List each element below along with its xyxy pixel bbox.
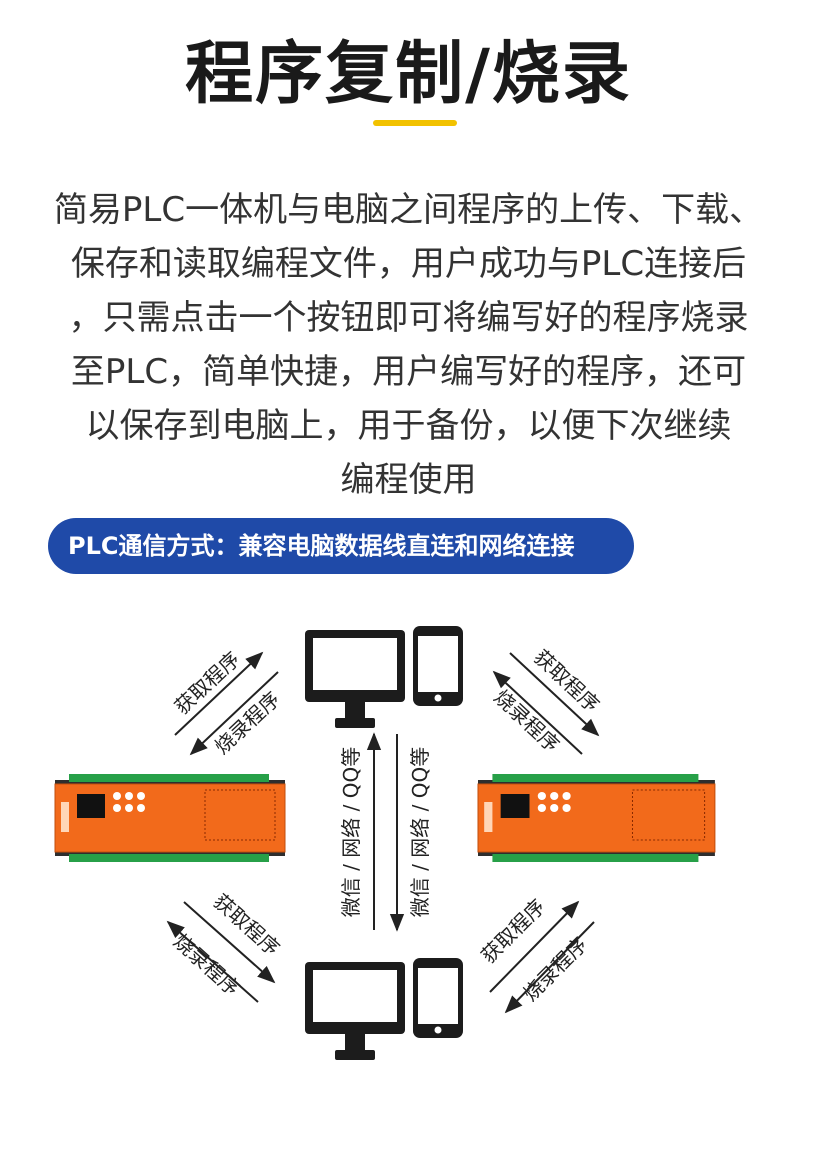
communication-banner: PLC通信方式：兼容电脑数据线直连和网络连接 — [48, 518, 634, 574]
bottom-left-arrow-burn — [166, 920, 259, 1003]
bottom-left-burn-label: 烧录程序 — [169, 929, 245, 1000]
vertical-label-right: 微信 / 网络 / QQ等 — [408, 747, 432, 917]
bottom-left-arrow-get — [183, 901, 276, 984]
description-line: 简易PLC一体机与电脑之间程序的上传、下载、 — [53, 190, 764, 230]
bottom-right-arrow-get — [489, 900, 580, 993]
top-right-arrow-burn — [492, 670, 583, 755]
bottom-monitor-icon — [305, 962, 405, 1060]
page-title: 程序复制/烧录 — [185, 35, 632, 114]
left-plc-controller — [54, 773, 286, 863]
description-line: 编程使用 — [340, 460, 477, 500]
description-line: 保存和读取编程文件，用户成功与PLC连接后 — [70, 244, 747, 284]
top-phone-icon — [413, 626, 463, 706]
communication-diagram: 微信 / 网络 / QQ等 微信 / 网络 / QQ等 获取程序 烧录程序 获取… — [54, 626, 716, 1060]
right-plc-controller — [477, 773, 716, 863]
bottom-right-burn-label: 烧录程序 — [518, 932, 592, 1006]
top-left-arrow-get — [174, 651, 264, 736]
top-left-get-label: 获取程序 — [170, 647, 245, 719]
top-right-arrow-get — [509, 652, 600, 737]
bottom-left-get-label: 获取程序 — [209, 889, 285, 960]
top-left-burn-label: 烧录程序 — [210, 687, 285, 759]
description: 简易PLC一体机与电脑之间程序的上传、下载、 保存和读取编程文件，用户成功与PL… — [40, 183, 777, 507]
title-underline — [373, 120, 457, 126]
description-line: 至PLC，简单快捷，用户编写好的程序，还可 — [70, 352, 747, 392]
top-right-burn-label: 烧录程序 — [489, 685, 564, 757]
vertical-label-left: 微信 / 网络 / QQ等 — [339, 747, 363, 917]
description-line: 以保存到电脑上，用于备份，以便下次继续 — [85, 406, 732, 446]
description-line: ，只需点击一个按钮即可将编写好的程序烧录 — [68, 298, 749, 338]
bottom-right-get-label: 获取程序 — [476, 894, 550, 968]
bottom-phone-icon — [413, 958, 463, 1038]
top-monitor-icon — [305, 630, 405, 728]
bottom-right-arrow-burn — [504, 921, 595, 1014]
top-left-arrow-burn — [189, 671, 279, 756]
